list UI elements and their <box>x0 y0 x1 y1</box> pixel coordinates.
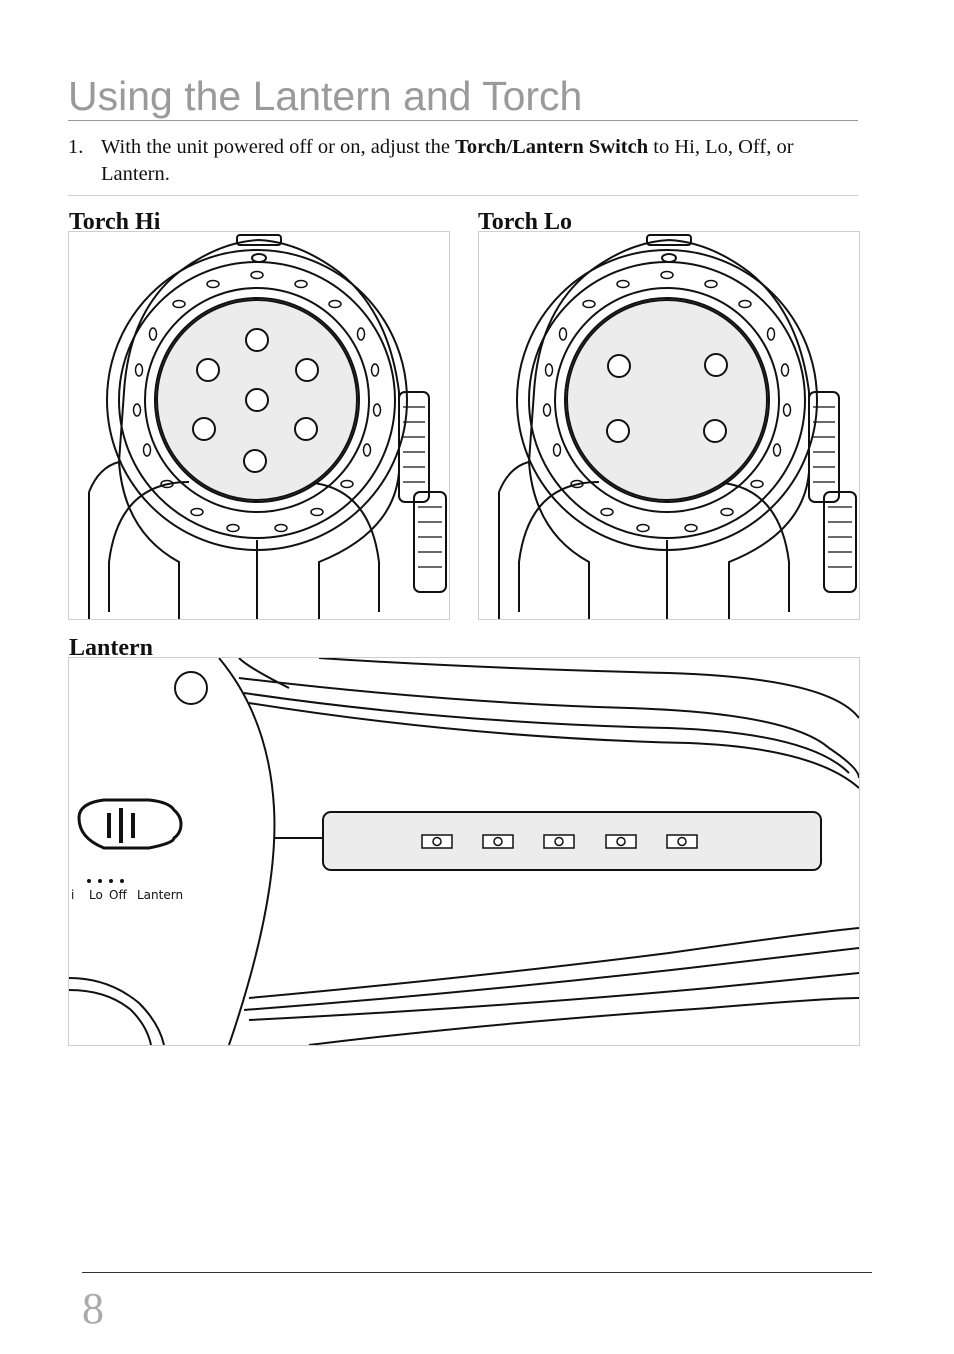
switch-name: Torch/Lantern Switch <box>455 136 649 158</box>
lantern-label: Lantern <box>69 635 153 661</box>
step-text: With the unit powered off or on, adjust … <box>101 134 858 188</box>
divider <box>68 195 858 196</box>
torch-hi-illustration <box>88 234 447 619</box>
switch-label-lo: Lo <box>89 888 103 902</box>
torch-hi-figure <box>68 231 450 620</box>
step-text-before: With the unit powered off or on, adjust … <box>101 136 456 158</box>
step-text-after: to Hi, Lo, Off, or Lantern. <box>101 136 794 185</box>
page-number: 8 <box>82 1284 104 1333</box>
lantern-illustration: i Lo Off Lantern <box>69 658 859 1045</box>
torch-hi-label: Torch Hi <box>69 209 161 235</box>
switch-label-off: Off <box>109 888 127 902</box>
switch-label-hi: i <box>71 888 74 902</box>
torch-lo-figure <box>478 231 860 620</box>
footer-divider <box>82 1272 872 1273</box>
page-title: Using the Lantern and Torch <box>68 72 858 121</box>
switch-label-lantern: Lantern <box>137 888 183 902</box>
torch-lo-illustration <box>498 234 857 619</box>
step-number: 1. <box>68 136 84 158</box>
lantern-figure: i Lo Off Lantern <box>68 657 860 1046</box>
torch-lo-label: Torch Lo <box>478 209 573 235</box>
